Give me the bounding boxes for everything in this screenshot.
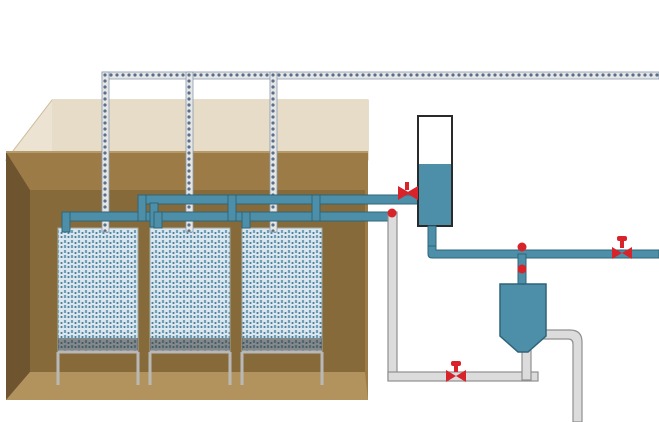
membrane-module-3 [240, 227, 324, 385]
membrane-module-2 [148, 227, 232, 385]
vacuum-column [417, 115, 659, 259]
membrane-module-1 [56, 227, 140, 385]
return-pipe [387, 211, 583, 422]
valve-outlet-icon[interactable] [612, 236, 632, 259]
valve-header-icon[interactable] [398, 182, 418, 200]
aeration-air-line [101, 71, 659, 233]
check-valve-icon [387, 208, 527, 274]
valve-return-icon[interactable] [446, 361, 466, 382]
